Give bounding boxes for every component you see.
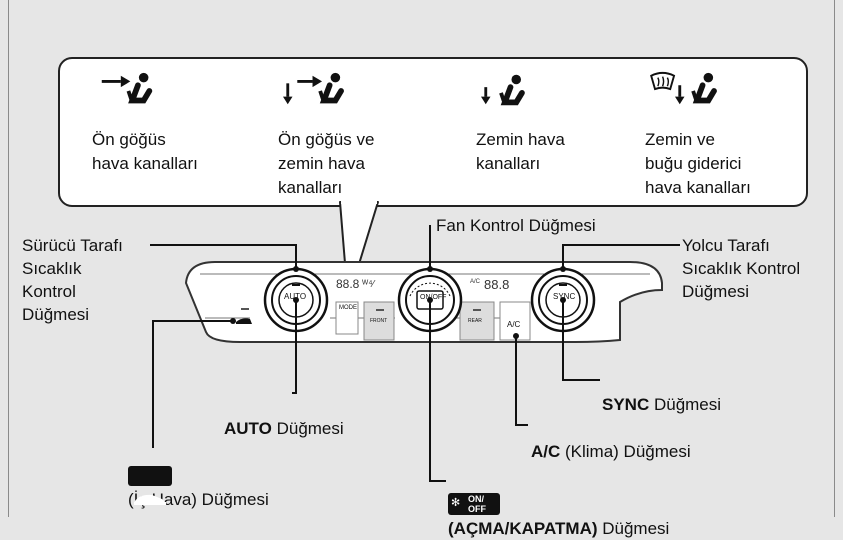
mode-label: Ön göğüs hava kanalları (92, 130, 198, 173)
svg-text:88.8: 88.8 (484, 277, 509, 292)
auto-rest: Düğmesi (271, 419, 344, 438)
sync-button-label: SYNC Düğmesi (602, 370, 721, 416)
auto-knob-label: AUTO (284, 292, 307, 301)
onoff-icon: ✻ ON/ OFF (448, 492, 500, 515)
onoff-bold: (AÇMA/KAPATMA) (448, 518, 598, 538)
frame-right (834, 0, 835, 517)
sync-bold: SYNC (602, 395, 650, 414)
auto-bold: AUTO (224, 419, 272, 438)
fan-control-label: Fan Kontrol Düğmesi (436, 216, 596, 235)
mode-floor-and-defrost-vent: Zemin ve buğu giderici hava kanalları (645, 70, 751, 197)
ac-button-label: A/C (Klima) Düğmesi (531, 417, 691, 463)
front-defrost-button[interactable]: FRONT (370, 318, 388, 324)
front-and-floor-vent-icon (283, 72, 344, 105)
recirculation-button-label: (İç Hava) Düğmesi (128, 442, 269, 511)
onoff-rest: Düğmesi (597, 518, 670, 538)
svg-text:A/C: A/C (470, 279, 481, 285)
mode-floor-vent: Zemin hava kanalları (476, 70, 566, 173)
sync-rest: Düğmesi (649, 395, 722, 414)
ac-button[interactable]: A/C (507, 320, 521, 329)
mode-label: Zemin ve buğu giderici hava kanalları (645, 130, 751, 197)
ac-rest: (Klima) Düğmesi (560, 442, 691, 461)
mode-label: Zemin hava kanalları (476, 130, 565, 173)
onoff-button-label: ✻ ON/ OFF (AÇMA/KAPATMA) Düğmesi (448, 470, 669, 540)
fan-knob-label: ON/OFF (420, 294, 447, 301)
mode-front-and-floor-vent: Ön göğüs ve zemin hava kanalları (278, 70, 374, 197)
svg-text:ᵂ⁴⁄: ᵂ⁴⁄ (362, 279, 376, 290)
ac-bold: A/C (531, 442, 561, 461)
floor-and-defrost-vent-icon (650, 71, 717, 105)
recirculation-icon (128, 465, 172, 505)
fan-glyph: ✻ (451, 496, 461, 509)
mode-button[interactable]: MODE (339, 305, 357, 311)
mode-label: Ön göğüs ve zemin hava kanalları (278, 130, 375, 197)
front-vent-icon (101, 72, 153, 104)
floor-vent-icon (481, 74, 525, 106)
frame-left (8, 0, 9, 517)
passenger-temp-label: Yolcu Tarafı Sıcaklık Kontrol Düğmesi (682, 236, 801, 301)
mode-callout-box (58, 57, 808, 207)
onoff-chip-text: ON/ OFF (468, 493, 486, 514)
driver-temp-label: Sürücü Tarafı Sıcaklık Kontrol Düğmesi (22, 236, 123, 324)
auto-button-label: AUTO Düğmesi (224, 394, 344, 440)
mode-front-vent: Ön göğüs hava kanalları (92, 70, 198, 173)
svg-text:88.8: 88.8 (336, 277, 360, 291)
rear-defrost-button[interactable]: REAR (468, 318, 482, 324)
climate-control-panel: 88.8 ᵂ⁴⁄ 88.8 A/C (150, 225, 680, 482)
sync-knob-label: SYNC (553, 292, 576, 301)
